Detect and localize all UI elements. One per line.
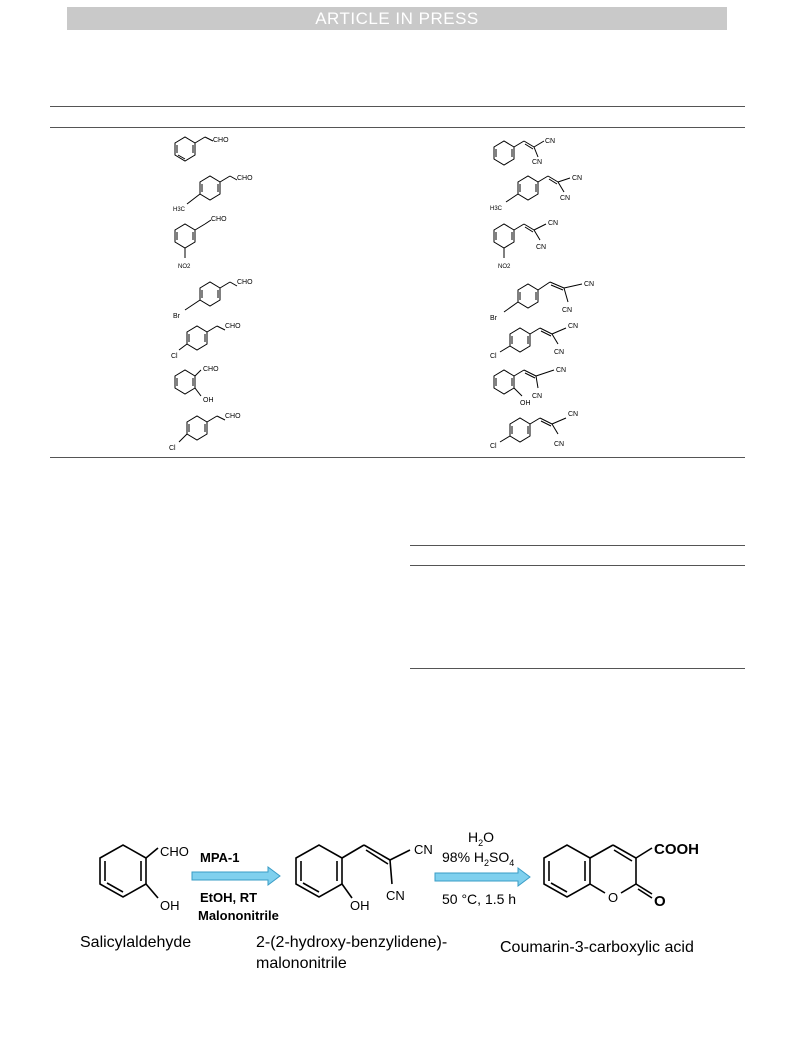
reactant-salicylaldehyde: CHO OH [174,366,219,404]
reactant-4-chlorobenzaldehyde: CHO Cl [171,323,241,360]
cn-label: CN [548,220,558,227]
reaction-arrow-1 [191,866,281,886]
cl-label: Cl [169,445,176,452]
salicylaldehyde-oh-label: OH [160,898,180,913]
oh-label: OH [520,400,531,407]
reactant-benzaldehyde: CHO [174,136,229,162]
step1-reagent-label: MPA-1 [200,850,239,865]
product-benzylidenemalononitrile: CN CN [493,138,555,166]
cho-label: CHO [213,137,229,144]
product-4-bromobenzylidenemalononitrile: CN CN Br [490,281,594,322]
cn-label: CN [554,441,564,448]
step1-coreagent-label: Malononitrile [198,908,279,923]
cn-label: CN [545,138,555,145]
coumarin-cooh-label: COOH [654,841,699,858]
coumarin-name: Coumarin-3-carboxylic acid [500,939,694,956]
cn-label: CN [536,244,546,251]
br-label: Br [173,313,181,320]
reactant-3-nitrobenzaldehyde: CHO NO2 [174,216,227,270]
cn-label: CN [584,281,594,288]
reactant-4-bromobenzaldehyde: CHO Br [173,279,253,320]
no2-label: NO2 [498,264,511,270]
step2-conditions-label: 50 °C, 1.5 h [442,891,516,907]
cho-label: CHO [237,175,253,182]
intermediate-structure [295,844,411,899]
cl-label: Cl [171,353,178,360]
reaction-arrow-2 [434,867,531,887]
table2-top-rule [410,545,745,546]
product-2-hydroxybenzylidenemalononitrile: CN CN OH [493,367,566,407]
salicylaldehyde-structure [99,844,159,899]
product-4-methylbenzylidenemalononitrile: CN CN H3C [490,175,582,212]
cn-label: CN [556,367,566,374]
cho-label: CHO [225,413,241,420]
salicylaldehyde-cho-label: CHO [160,844,189,859]
cho-label: CHO [203,366,219,373]
table-top-rule [50,106,745,107]
intermediate-name-line1: 2-(2-hydroxy-benzylidene)- [256,934,447,951]
cn-label: CN [560,195,570,202]
product-4-chlorobenzylidenemalononitrile: CN CN Cl [490,323,578,360]
cl-label: Cl [490,353,497,360]
table-bottom-rule [50,457,745,458]
cn-label: CN [568,411,578,418]
cn-label: CN [562,307,572,314]
h3c-label: H3C [173,207,186,213]
cho-label: CHO [225,323,241,330]
product-4-chlorobenzylidenemalononitrile-2: CN CN Cl [490,411,578,450]
salicylaldehyde-name: Salicylaldehyde [80,934,191,951]
coumarin-carbonyl-o-label: O [654,893,666,910]
cn-label: CN [532,393,542,400]
step1-conditions-label: EtOH, RT [200,890,257,905]
coumarin-structure [543,844,653,899]
intermediate-name-line2: malononitrile [256,955,347,972]
intermediate-cn-top-label: CN [414,842,433,857]
cn-label: CN [554,349,564,356]
cn-label: CN [532,159,542,166]
intermediate-oh-label: OH [350,898,370,913]
cn-label: CN [572,175,582,182]
br-label: Br [490,315,498,322]
cl-label: Cl [490,443,497,450]
cho-label: CHO [237,279,253,286]
reaction-scheme: CHO OH Salicylaldehyde MPA-1 EtOH, RT Ma… [80,829,699,972]
reactant-4-methylbenzaldehyde: CHO H3C [173,175,253,213]
cho-label: CHO [211,216,227,223]
intermediate-cn-bottom-label: CN [386,888,405,903]
reactant-4-chlorobenzaldehyde-2: CHO Cl [169,413,241,452]
article-in-press-banner: ARTICLE IN PRESS [67,7,727,30]
step2-acid-label: 98% H2SO4 [442,849,514,868]
coumarin-ring-o-label: O [608,890,618,905]
step2-water-label: H2O [468,829,494,848]
table2-bottom-rule [410,668,745,669]
h3c-label: H3C [490,206,503,212]
cn-label: CN [568,323,578,330]
product-3-nitrobenzylidenemalononitrile: CN CN NO2 [493,220,558,270]
no2-label: NO2 [178,264,191,270]
table-header-rule [50,127,745,128]
oh-label: OH [203,397,214,404]
table2-header-rule [410,565,745,566]
